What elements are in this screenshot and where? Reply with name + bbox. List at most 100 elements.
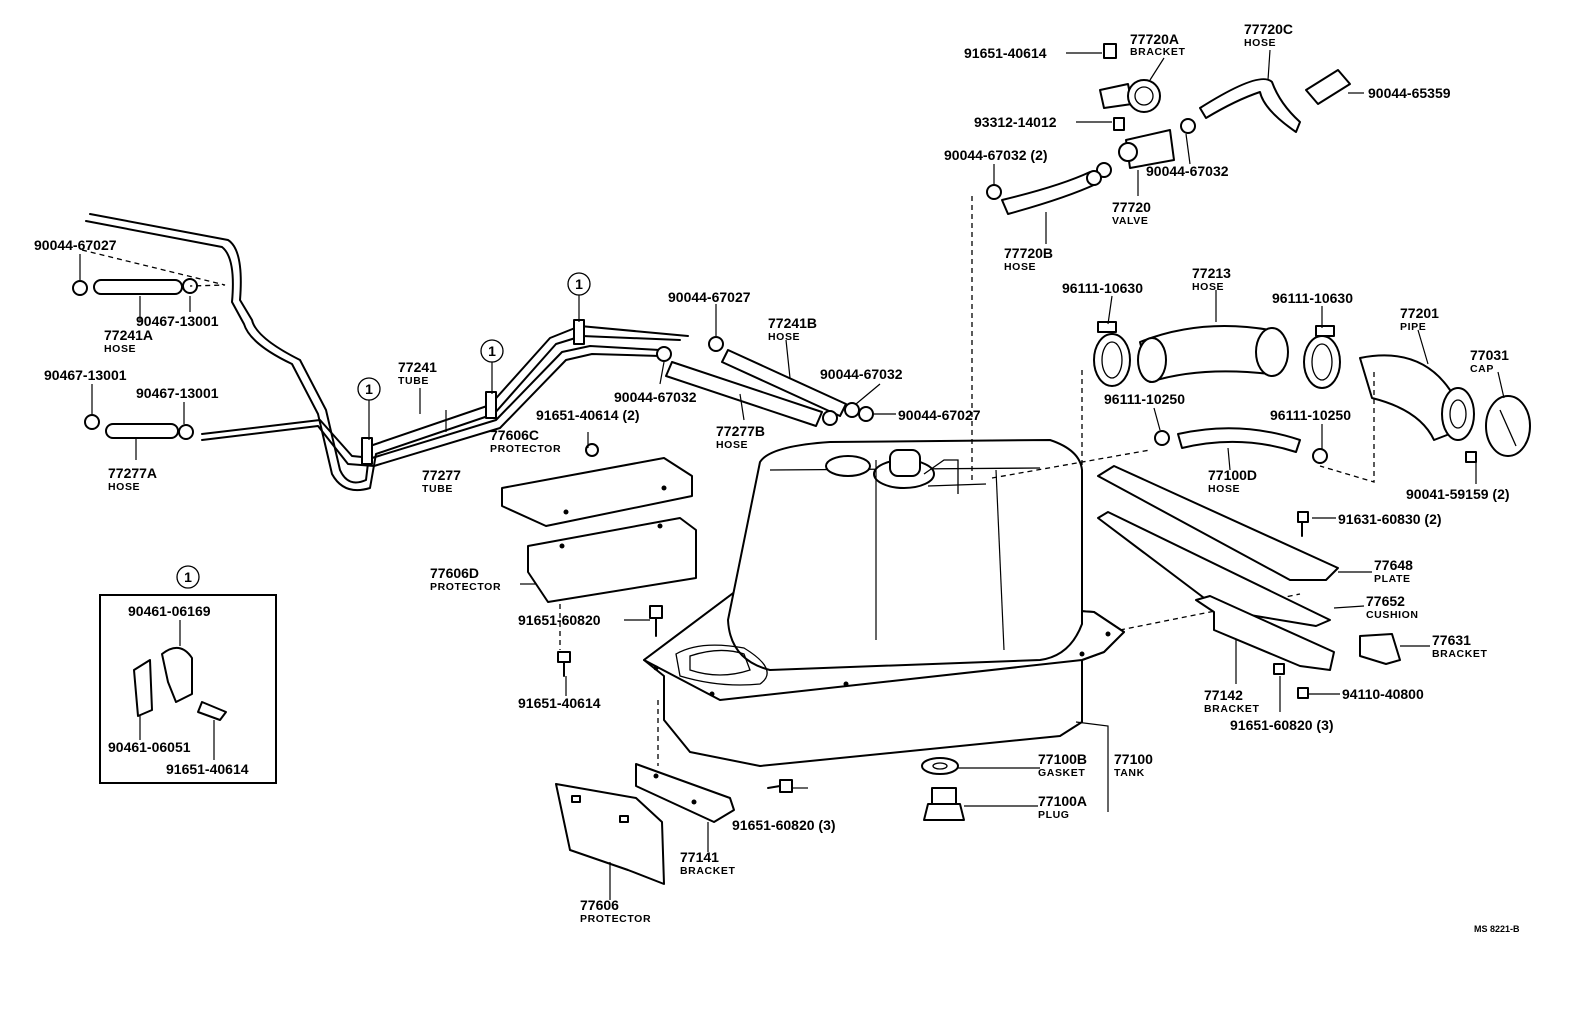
protector-77606D [527,517,697,650]
callout-number: 77720A [1130,31,1179,47]
hose-77720C [1199,69,1351,133]
callout-number: 90044-65359 [1368,85,1451,101]
callout-number: 90467-13001 [44,367,127,383]
callout-number: 77241B [768,315,817,331]
callout-name: PIPE [1400,321,1426,333]
callout-name: PROTECTOR [580,913,651,925]
callout-name: HOSE [1192,281,1224,293]
callout-number: 77201 [1400,305,1439,321]
callout-name: HOSE [716,439,748,451]
callout-number: 77652 [1366,593,1405,609]
clip-marker-1c: 1 [575,276,583,292]
callout-number: 91651-60820 (3) [1230,717,1334,733]
callout-number: 77606C [490,427,539,443]
callout-number: 77720B [1004,245,1053,261]
callout-name: CAP [1470,363,1494,375]
callout-name: TANK [1114,767,1145,779]
callout-name: HOSE [108,481,140,493]
callout-name: HOSE [104,343,136,355]
callout-name: TUBE [398,375,429,387]
fuel-tube-77277 [201,345,661,467]
callout-number: 93312-14012 [974,114,1057,130]
callout-number: 90044-67027 [34,237,117,253]
callout-number: 77720C [1244,21,1293,37]
inset-callout-number: 91651-40614 [166,761,249,777]
callout-labels: 90044-67027 90467-13001 77241A HOSE 9046… [34,21,1520,934]
callout-number: 90044-67027 [668,289,751,305]
callout-number: 90044-67032 [1146,163,1229,179]
callout-number: 77241A [104,327,153,343]
callout-name: HOSE [1244,37,1276,49]
callout-number: 90041-59159 (2) [1406,486,1510,502]
fuel-tube-77241 [85,213,689,492]
fuel-cap-77031 [1465,395,1531,463]
hose-77100D [1154,372,1375,483]
callout-number: 90044-67032 [614,389,697,405]
filler-hose-77213 [1137,325,1289,383]
plate-77648 [1097,465,1339,581]
callout-name: GASKET [1038,767,1085,779]
callout-number: 90044-67032 [820,366,903,382]
callout-number: 77648 [1374,557,1413,573]
callout-number: 91651-40614 [964,45,1047,61]
clip-marker-circles: 1 1 1 [357,272,591,440]
callout-number: 77100 [1114,751,1153,767]
callout-name: BRACKET [1432,648,1488,660]
callout-number: 96111-10250 [1270,407,1351,423]
hose-77277B [656,346,874,427]
inset-marker: 1 [184,569,192,585]
callout-number: 77031 [1470,347,1509,363]
callout-number: 77606 [580,897,619,913]
hose-77277A [84,414,194,440]
gasket-77100B [921,757,959,775]
callout-name: PROTECTOR [490,443,561,455]
callout-number: 91651-40614 (2) [536,407,640,423]
callout-number: 77100D [1208,467,1257,483]
callout-number: 91651-40614 [518,695,601,711]
callout-name: TUBE [422,483,453,495]
bracket-77142 [1195,595,1335,699]
callout-number: 77277A [108,465,157,481]
callout-number: 90044-67032 (2) [944,147,1048,163]
callout-number: 91651-60820 [518,612,601,628]
callout-number: 90467-13001 [136,313,219,329]
callout-number: 90044-67027 [898,407,981,423]
callout-number: 96111-10630 [1062,280,1143,296]
callout-number: 94110-40800 [1342,686,1424,702]
bracket-77631 [1359,633,1401,665]
callout-number: 90467-13001 [136,385,219,401]
callout-number: 77141 [680,849,719,865]
inset-callout-number: 90461-06169 [128,603,211,619]
callout-number: 77606D [430,565,479,581]
callout-name: PLUG [1038,809,1070,821]
callout-number: 77720 [1112,199,1151,215]
callout-number: 91631-60830 (2) [1338,511,1442,527]
callout-name: VALVE [1112,215,1148,227]
callout-name: HOSE [1004,261,1036,273]
clip-marker-1a: 1 [365,381,373,397]
callout-number: 96111-10250 [1104,391,1185,407]
callout-number: 91651-60820 (3) [732,817,836,833]
callout-number: 96111-10630 [1272,290,1353,306]
callout-name: HOSE [768,331,800,343]
callout-name: HOSE [1208,483,1240,495]
protector-77606C [501,443,693,527]
hose-77720B [1001,170,1102,215]
clip-inset: 1 [99,565,277,784]
fuel-tank-77100 [643,196,1301,767]
plug-77100A [923,787,965,821]
bracket-77141 [635,700,793,823]
callout-name: BRACKET [1130,46,1186,58]
hose-77241B [708,336,860,418]
callout-number: 77277 [422,467,461,483]
callout-number: 77213 [1192,265,1231,281]
callout-number: 77100A [1038,793,1087,809]
diagram-code: MS 8221-B [1474,924,1520,934]
callout-number: 77277B [716,423,765,439]
hose-clamps-96111-10630 [1093,321,1341,389]
protector-77606 [555,783,665,885]
leader-lines [79,49,1505,900]
callout-name: BRACKET [680,865,736,877]
clip-marker-1b: 1 [488,343,496,359]
